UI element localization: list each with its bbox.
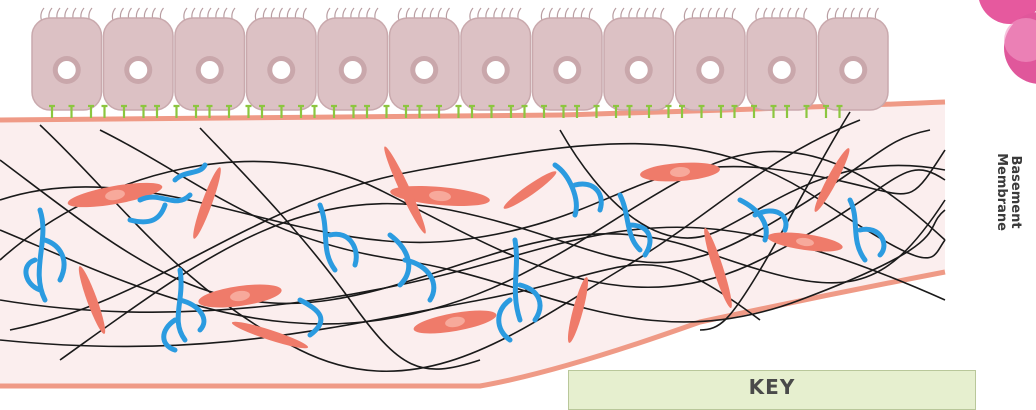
basement-membrane-bracket: Basement Membrane [982,112,1036,282]
epithelial-cell-icon [318,8,388,110]
epithelial-cell-icon [604,8,674,110]
epithelial-cell-icon [819,8,889,110]
tissue-illustration [0,0,1036,401]
epithelial-cell-icon [390,8,460,110]
epithelial-cell-icon [104,8,174,110]
key-title: KEY [569,375,975,399]
epithelial-cell-icon [461,8,531,110]
epithelial-cell-icon [747,8,817,110]
epithelial-cell-icon [533,8,603,110]
anchoring-fibril-icon [102,106,108,118]
basement-membrane-label-line2: Membrane [994,153,1009,231]
key-box: KEY [568,370,976,410]
diagram-canvas: Basement Membrane KEY [0,0,1036,401]
epithelial-cell-icon [676,8,746,110]
corner-bubbles [978,0,1036,84]
epithelial-cell-icon [32,8,102,110]
epithelial-cell-row [32,8,888,110]
basement-membrane-label-line1: Basement [1008,155,1023,228]
epithelial-cell-icon [175,8,245,110]
epithelial-cell-icon [247,8,317,110]
